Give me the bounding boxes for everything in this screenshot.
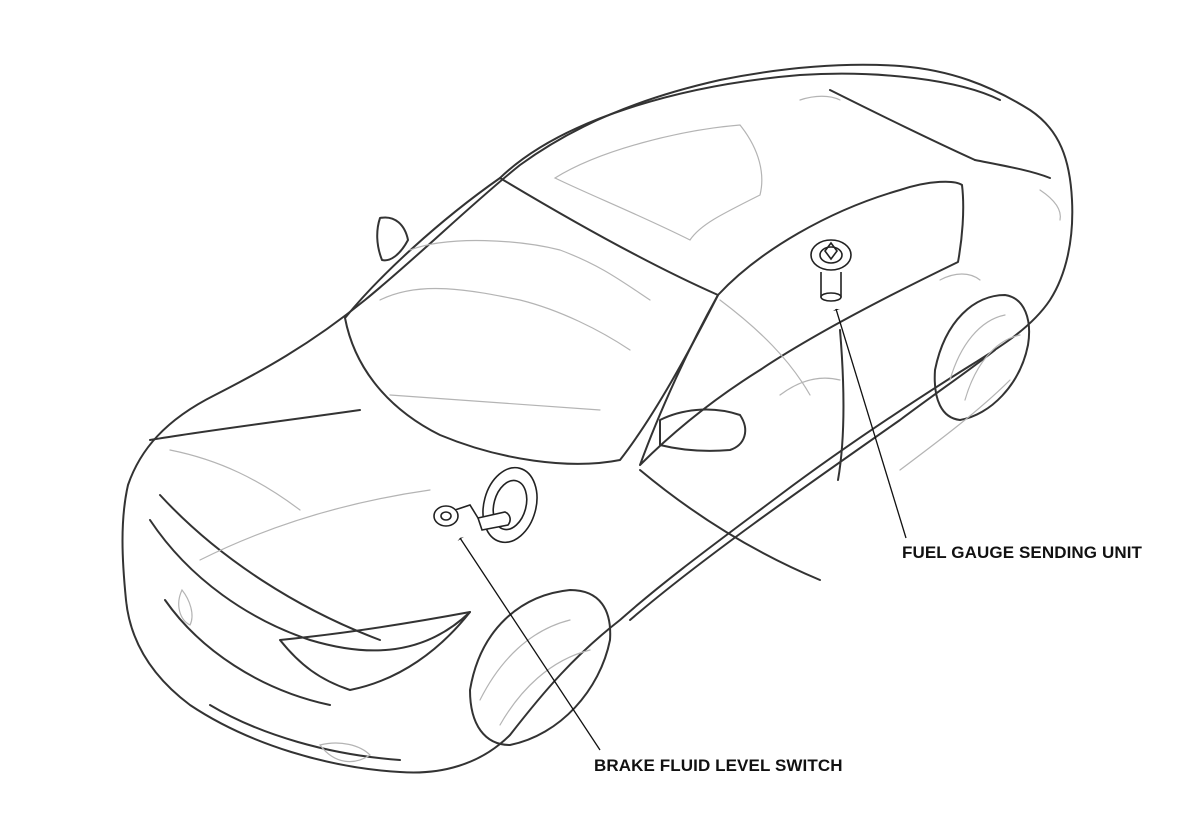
fuel-gauge-leader-line [832, 308, 907, 539]
car-detail-lines [169, 95, 1061, 763]
leader-lines [457, 308, 907, 751]
brake-fluid-leader-line [457, 536, 601, 751]
brake-fluid-level-switch-label: BRAKE FLUID LEVEL SWITCH [594, 756, 843, 775]
brake-fluid-level-switch-icon [433, 466, 538, 544]
fuel-gauge-sending-unit-icon [810, 239, 852, 302]
fuel-gauge-sending-unit-label: FUEL GAUGE SENDING UNIT [902, 543, 1143, 562]
car-body-outline [121, 63, 1074, 774]
